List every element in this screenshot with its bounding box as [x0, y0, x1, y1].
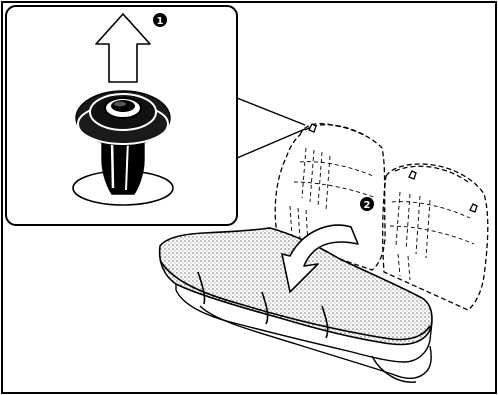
step-2-number: 2	[364, 200, 371, 211]
fastener-icon	[309, 124, 477, 212]
step-1-badge: 1	[153, 13, 167, 27]
step-1-number: 1	[157, 16, 164, 27]
step-2-badge: 2	[360, 197, 374, 211]
